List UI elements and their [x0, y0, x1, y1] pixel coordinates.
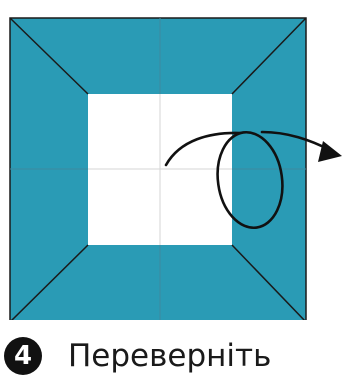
origami-diagram [0, 0, 343, 320]
step-caption: 4 Переверніть [4, 330, 339, 382]
step-number-badge: 4 [4, 337, 42, 375]
step-instruction: Переверніть [68, 338, 271, 374]
